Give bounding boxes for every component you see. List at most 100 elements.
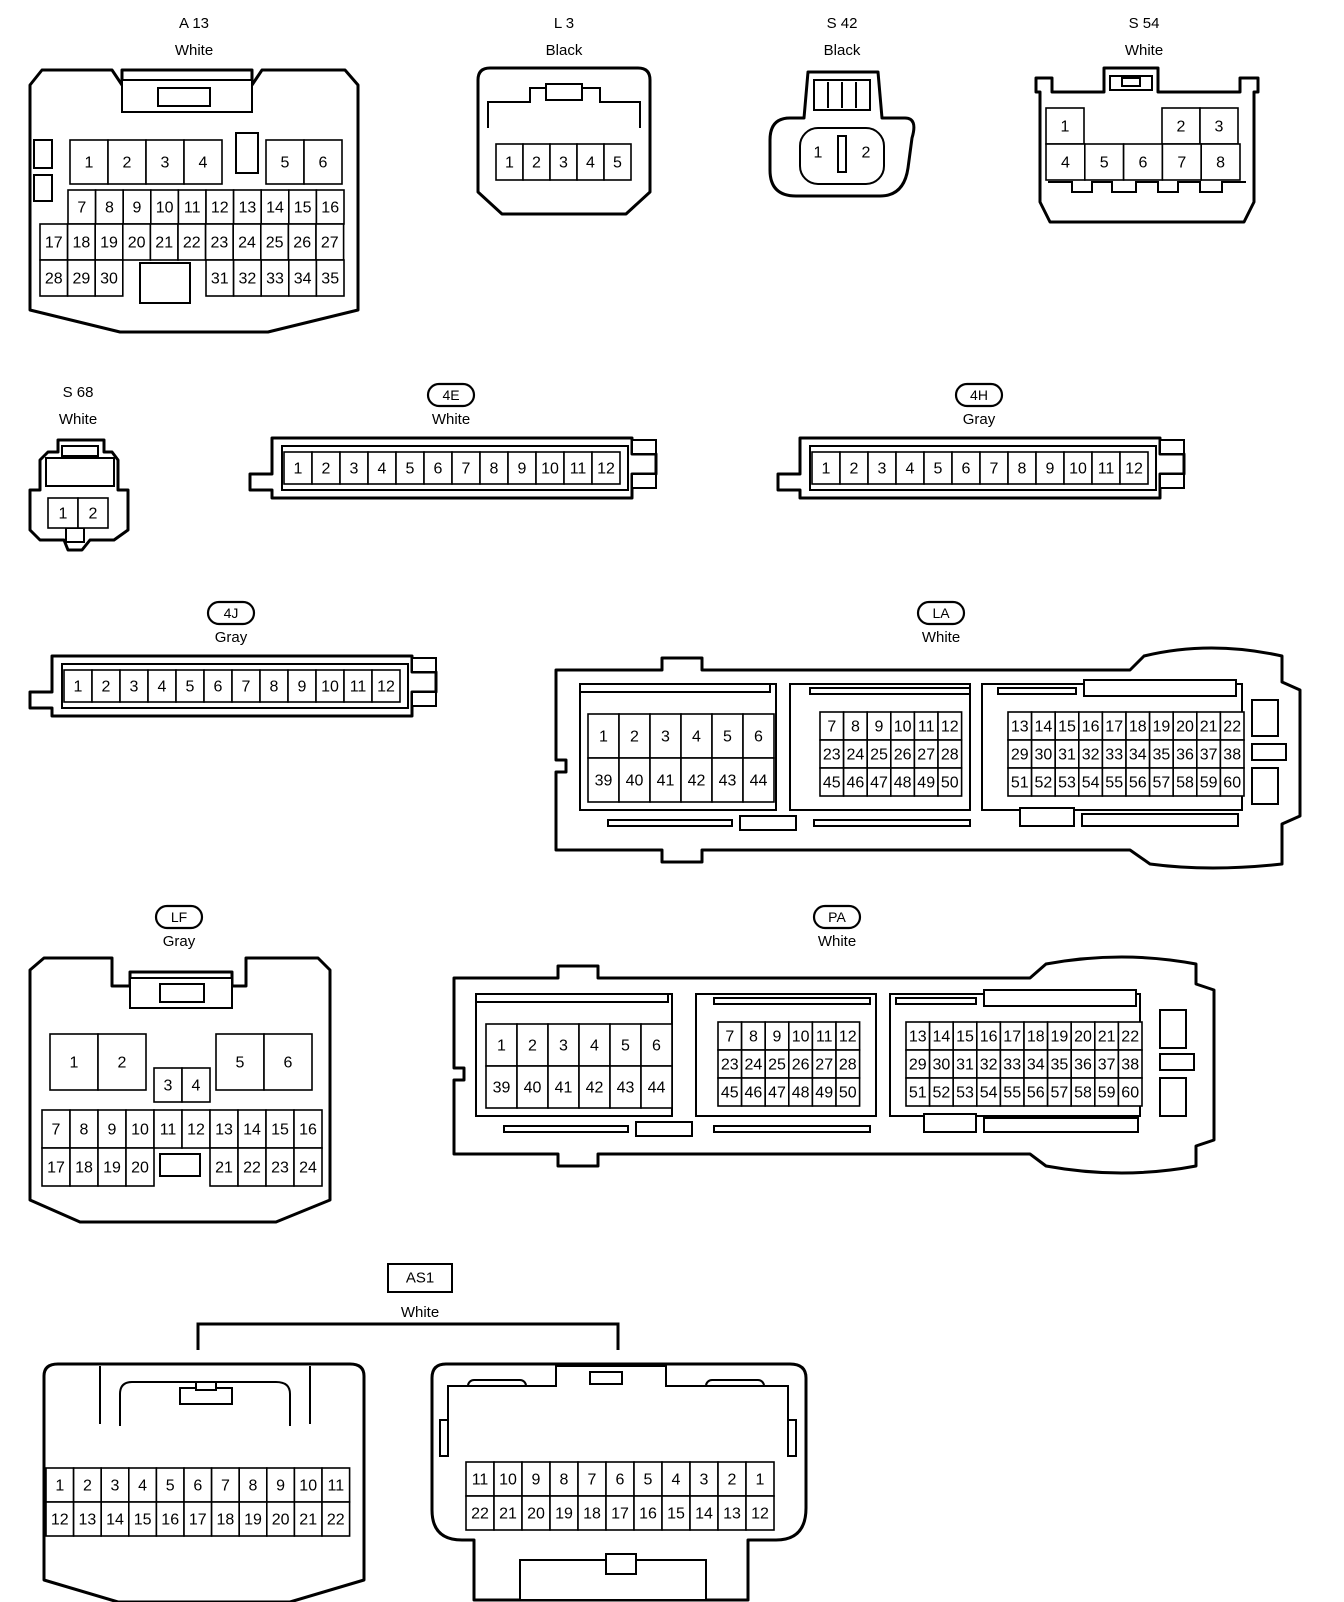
- la-pin-35: 35: [1148, 739, 1174, 769]
- svg-text:21: 21: [1098, 1029, 1116, 1046]
- pa-pin-53: 53: [952, 1077, 978, 1107]
- svg-text:28: 28: [839, 1057, 857, 1074]
- svg-text:7: 7: [52, 1122, 61, 1139]
- svg-text:20: 20: [131, 1160, 149, 1177]
- 4h-pin-11: 11: [1091, 451, 1121, 485]
- svg-text:20: 20: [272, 1512, 290, 1529]
- svg-text:10: 10: [792, 1029, 810, 1046]
- a13-pin-28: 28: [39, 259, 69, 297]
- as1-right-pin-2: 2: [717, 1461, 747, 1497]
- svg-text:6: 6: [434, 461, 443, 478]
- la-pin-2: 2: [618, 713, 651, 759]
- as1-left-pin-21: 21: [293, 1501, 323, 1537]
- svg-text:31: 31: [956, 1057, 974, 1074]
- a13-pin-10: 10: [150, 189, 180, 225]
- svg-text:4: 4: [692, 729, 701, 746]
- la-pin-60: 60: [1219, 767, 1245, 797]
- pa-pin-44: 44: [640, 1065, 673, 1109]
- svg-text:6: 6: [652, 1038, 661, 1055]
- svg-text:4: 4: [586, 155, 595, 172]
- s54-pin-1: 1: [1045, 107, 1085, 145]
- svg-text:22: 22: [1223, 719, 1241, 736]
- la-pin-52: 52: [1030, 767, 1056, 797]
- svg-text:9: 9: [875, 719, 884, 736]
- a13-pin-11: 11: [177, 189, 207, 225]
- 4e-pin-11: 11: [563, 451, 593, 485]
- 4h-pin-6: 6: [951, 451, 981, 485]
- pa-pin-45: 45: [717, 1077, 743, 1107]
- pa-pin-37: 37: [1094, 1049, 1120, 1079]
- svg-text:2: 2: [322, 461, 331, 478]
- lf-pin-22: 22: [237, 1147, 267, 1187]
- svg-text:22: 22: [183, 235, 201, 252]
- svg-text:38: 38: [1223, 747, 1241, 764]
- 4h-pin-12: 12: [1119, 451, 1149, 485]
- la-pin-26: 26: [889, 739, 916, 769]
- lf-pin-18: 18: [69, 1147, 99, 1187]
- svg-text:34: 34: [294, 271, 312, 288]
- svg-text:5: 5: [186, 679, 195, 696]
- svg-text:1: 1: [505, 155, 514, 172]
- svg-text:1: 1: [294, 461, 303, 478]
- svg-text:21: 21: [155, 235, 173, 252]
- svg-text:17: 17: [47, 1160, 65, 1177]
- svg-text:21: 21: [299, 1512, 317, 1529]
- as1-bracket: [196, 1322, 620, 1350]
- svg-text:15: 15: [956, 1029, 974, 1046]
- a13-pin-33: 33: [260, 259, 290, 297]
- lf-pin-1: 1: [49, 1033, 99, 1091]
- la-pin-15: 15: [1054, 711, 1080, 741]
- as1-right-pin-22: 22: [465, 1495, 495, 1531]
- svg-text:4: 4: [199, 155, 208, 172]
- as1-right-pin-4: 4: [661, 1461, 691, 1497]
- pa-pin-16: 16: [975, 1021, 1002, 1051]
- 4h-pin-1: 1: [811, 451, 841, 485]
- svg-text:9: 9: [532, 1472, 541, 1489]
- as1-left-pin-9: 9: [265, 1467, 296, 1503]
- svg-text:14: 14: [243, 1122, 261, 1139]
- svg-text:2: 2: [83, 1478, 92, 1495]
- svg-text:36: 36: [1074, 1057, 1092, 1074]
- 4e-pin-12: 12: [591, 451, 621, 485]
- a13-pin-18: 18: [66, 223, 96, 261]
- as1-left-pin-6: 6: [183, 1467, 213, 1503]
- svg-text:19: 19: [100, 235, 118, 252]
- connector-lf-code: LF: [171, 909, 187, 925]
- 4e-pin-8: 8: [479, 451, 509, 485]
- svg-text:19: 19: [244, 1512, 262, 1529]
- 4j-pin-11: 11: [343, 669, 373, 703]
- la-pin-47: 47: [866, 767, 892, 797]
- svg-text:22: 22: [471, 1506, 489, 1523]
- la-pin-42: 42: [680, 757, 713, 803]
- svg-text:3: 3: [878, 461, 887, 478]
- pa-pin-23: 23: [717, 1049, 743, 1079]
- svg-text:6: 6: [319, 155, 328, 172]
- svg-text:10: 10: [499, 1472, 517, 1489]
- svg-text:1: 1: [497, 1038, 506, 1055]
- lf-pin-14: 14: [237, 1109, 267, 1149]
- svg-text:3: 3: [661, 729, 670, 746]
- svg-text:49: 49: [917, 775, 935, 792]
- as1-right-pin-9: 9: [521, 1461, 551, 1497]
- pa-pin-6: 6: [640, 1023, 673, 1067]
- 4j-pin-8: 8: [259, 669, 289, 703]
- pa-pin-49: 49: [811, 1077, 837, 1107]
- as1-right-pin-3: 3: [689, 1461, 719, 1497]
- pa-pin-17: 17: [999, 1021, 1025, 1051]
- svg-text:35: 35: [1051, 1057, 1069, 1074]
- svg-text:32: 32: [1082, 747, 1100, 764]
- 4j-pin-6: 6: [203, 669, 233, 703]
- svg-text:12: 12: [597, 461, 615, 478]
- as1-left-pin-5: 5: [155, 1467, 185, 1503]
- as1-left-pin-19: 19: [238, 1501, 268, 1537]
- pin-s42-1: 1: [814, 145, 823, 162]
- svg-text:16: 16: [299, 1122, 317, 1139]
- pa-pin-47: 47: [764, 1077, 790, 1107]
- svg-text:59: 59: [1200, 775, 1218, 792]
- la-pin-36: 36: [1172, 739, 1198, 769]
- svg-text:34: 34: [1129, 747, 1147, 764]
- svg-text:29: 29: [73, 271, 91, 288]
